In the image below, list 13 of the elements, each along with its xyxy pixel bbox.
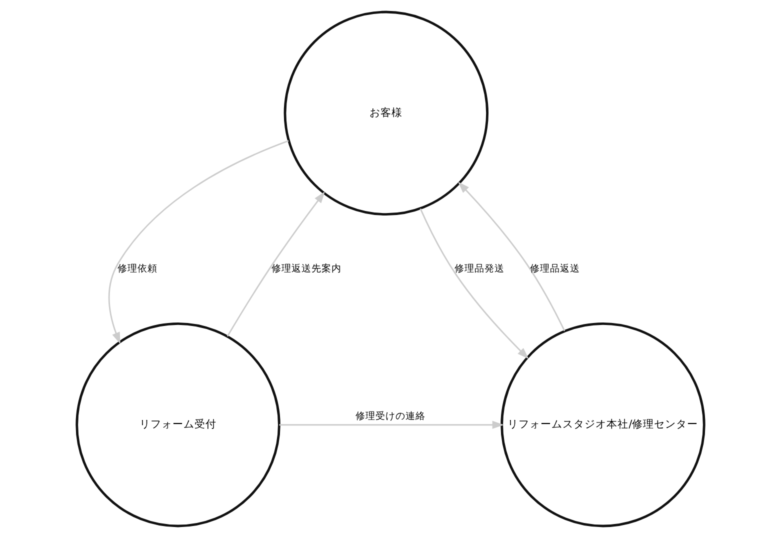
node-circle: リフォーム受付 — [75, 322, 280, 528]
edge-label: 修理依頼 — [116, 263, 157, 274]
edge-label: 修理返送先案内 — [270, 263, 341, 274]
arrow — [419, 208, 528, 360]
node-circle: お客様 — [283, 10, 488, 216]
arrow — [457, 182, 565, 332]
edge-label: 修理受けの連絡 — [355, 411, 425, 422]
edge-label: 修理品返送 — [530, 263, 580, 274]
arrow — [226, 191, 324, 337]
edge-label: 修理品発送 — [454, 263, 504, 274]
arrow — [278, 420, 504, 429]
node-circle: リフォームスタジオ本社/修理センター — [500, 322, 705, 528]
arrow — [108, 140, 288, 344]
